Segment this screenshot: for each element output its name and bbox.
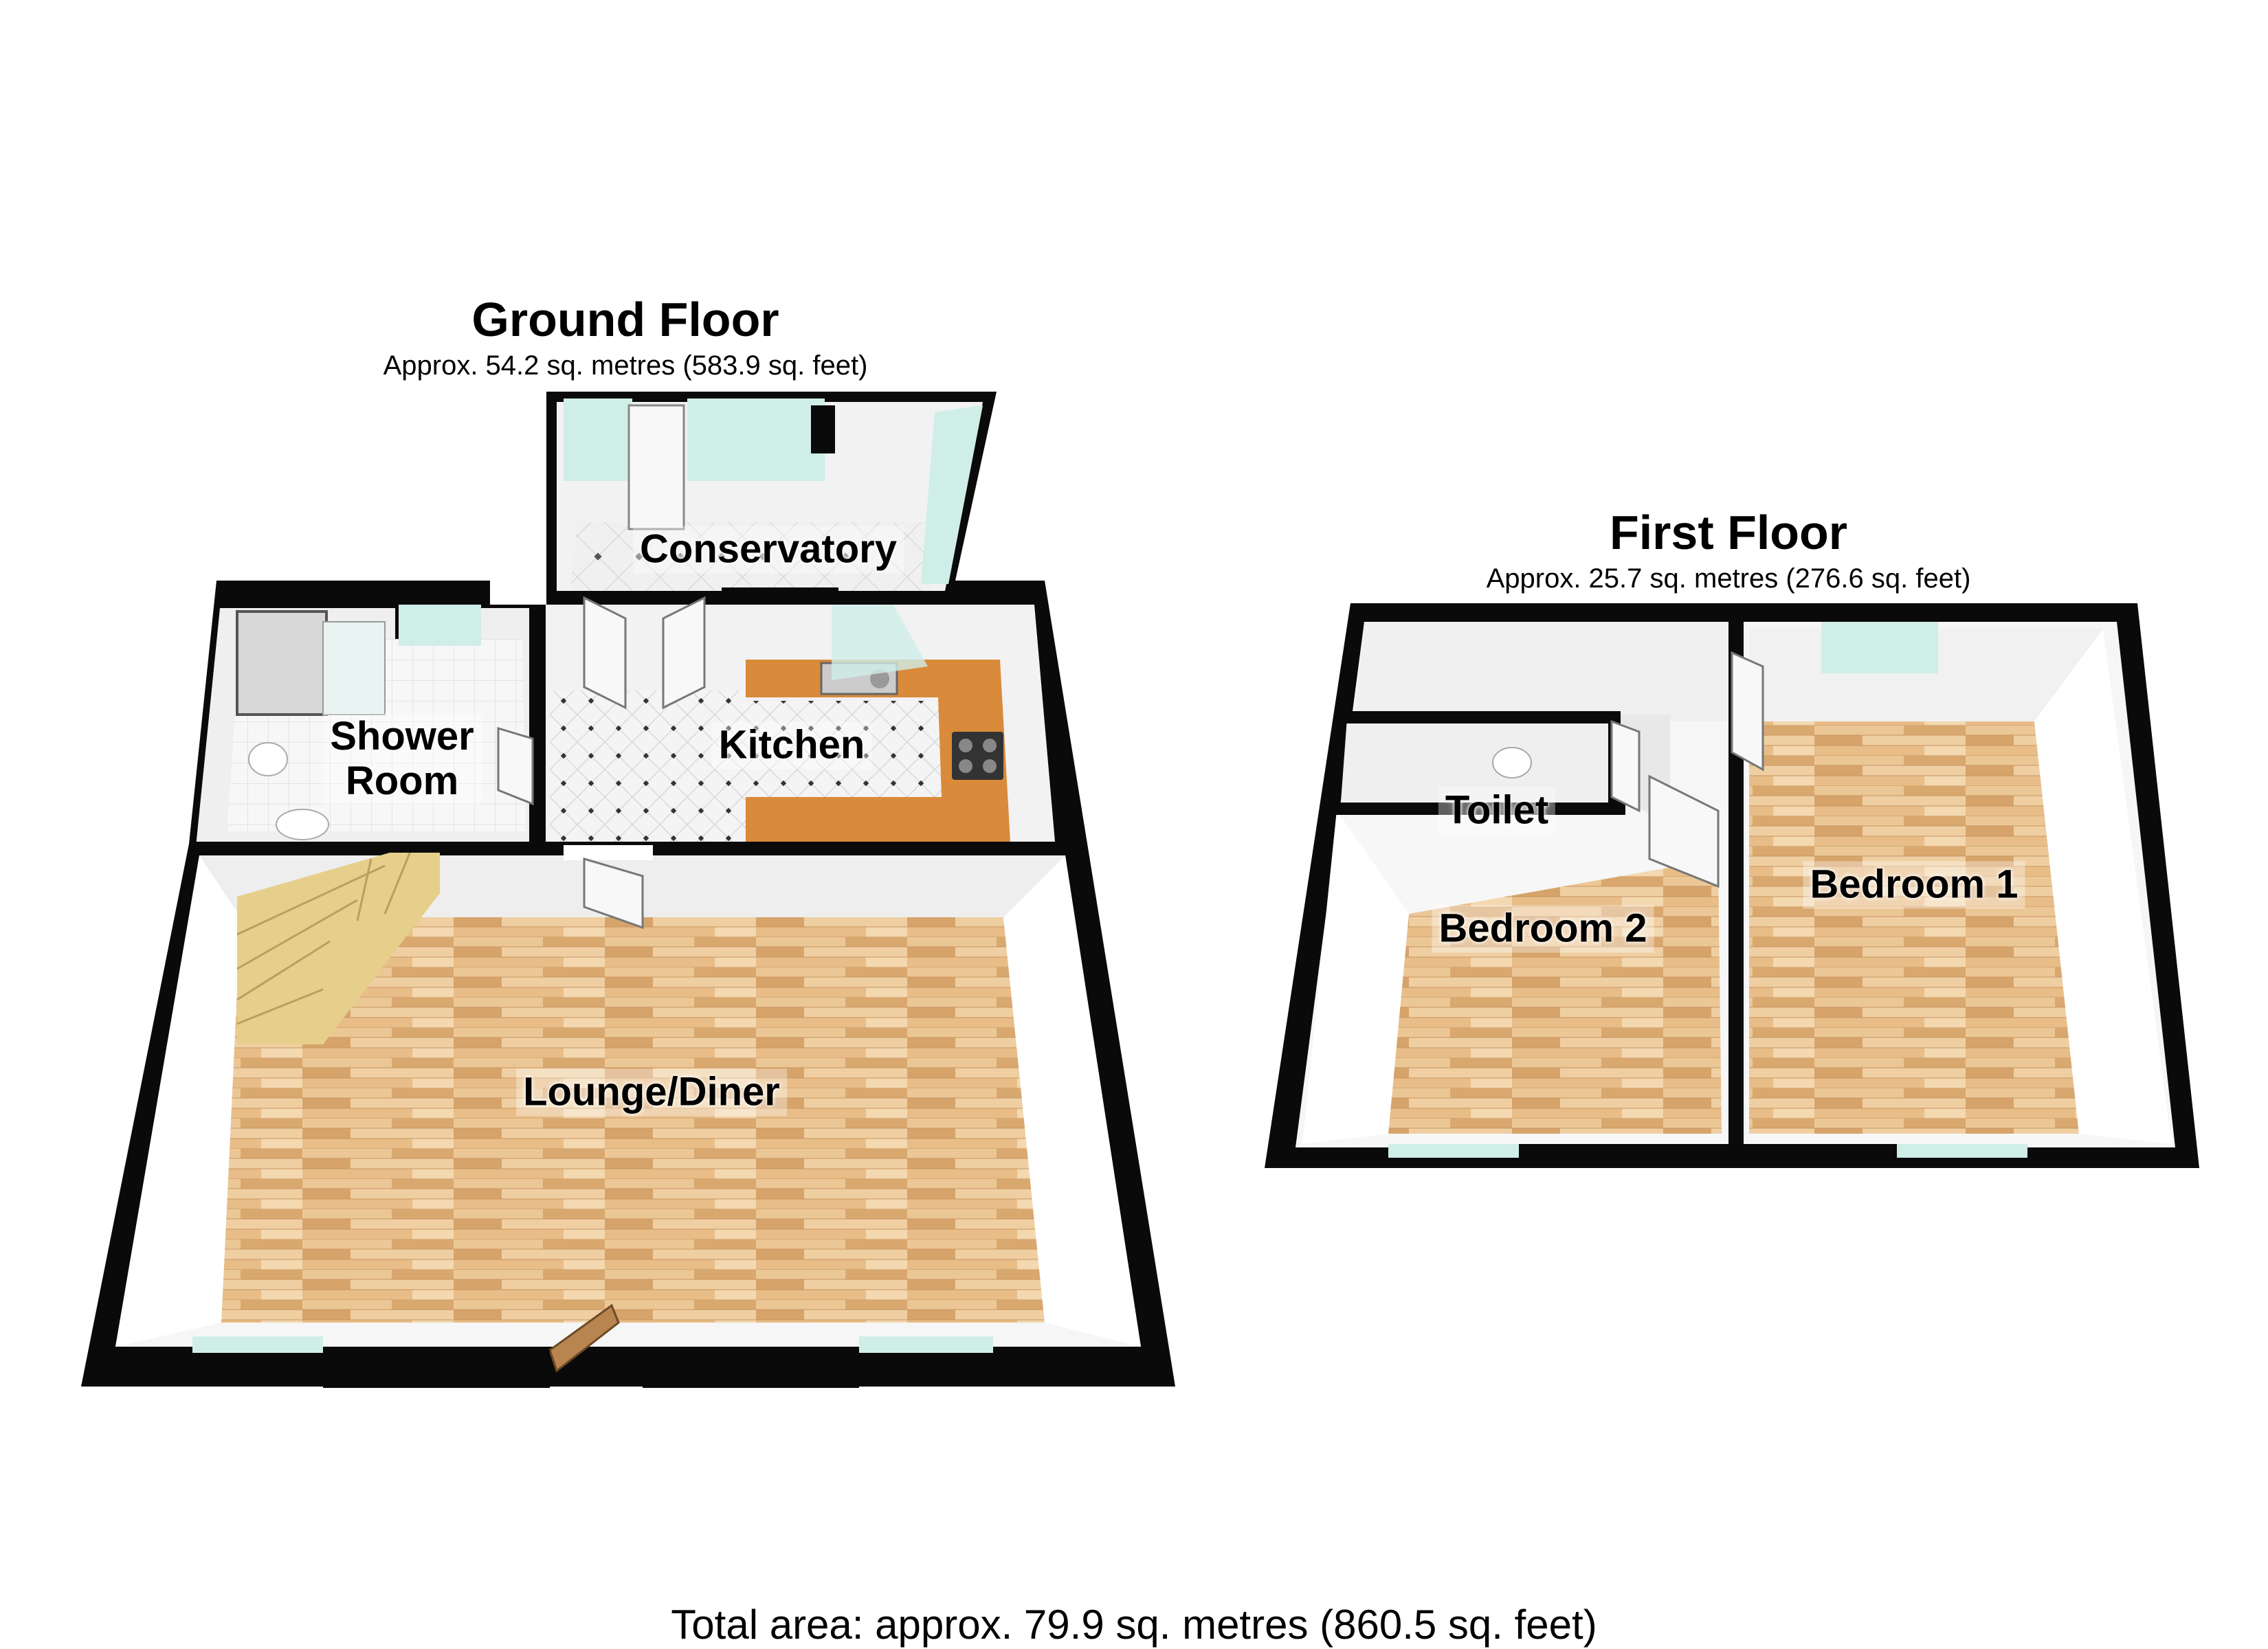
ground-doors xyxy=(497,596,706,930)
lounge-floor xyxy=(221,917,1045,1323)
first-floor-doors xyxy=(1610,651,1764,888)
toilet-walls xyxy=(1340,718,1622,811)
conservatory-door xyxy=(627,404,685,530)
room-label-shower-room: Shower Room xyxy=(323,713,481,805)
room-label-toilet: Toilet xyxy=(1438,787,1556,835)
ground-floor-area: Approx. 54.2 sq. metres (583.9 sq. feet) xyxy=(383,350,868,381)
shower-toilet xyxy=(276,809,329,840)
conservatory-glass-left xyxy=(564,399,632,481)
shower-basin xyxy=(248,742,288,776)
room-label-bedroom-1: Bedroom 1 xyxy=(1803,861,2025,909)
bedroom-1-window-top xyxy=(1821,622,1938,673)
first-floor-title: First Floor xyxy=(1609,506,1848,559)
room-label-shower-line2: Room xyxy=(345,759,459,803)
total-area: Total area: approx. 79.9 sq. metres (860… xyxy=(671,1602,1597,1648)
kitchen-worktop xyxy=(746,660,1010,842)
front-door xyxy=(548,1303,620,1373)
room-label-shower-line1: Shower xyxy=(330,714,474,759)
bedroom-2-floor xyxy=(1388,859,1722,1134)
shower-enclosure xyxy=(236,610,328,716)
kitchen-hob xyxy=(952,732,1003,780)
bedroom-1-floor xyxy=(1749,721,2079,1134)
room-label-lounge-diner: Lounge/Diner xyxy=(516,1068,787,1117)
lounge-window-right xyxy=(859,1336,993,1353)
room-label-bedroom-2: Bedroom 2 xyxy=(1432,905,1654,953)
landing-area xyxy=(1354,622,1728,721)
lounge-window-left xyxy=(192,1336,323,1353)
room-label-conservatory: Conservatory xyxy=(633,526,904,574)
room-label-kitchen: Kitchen xyxy=(711,721,872,770)
ground-floor-title: Ground Floor xyxy=(471,293,779,346)
kitchen-floor xyxy=(550,691,746,842)
bedroom-2-window xyxy=(1388,1144,1519,1158)
conservatory-glass-right xyxy=(687,399,825,481)
conservatory-floor xyxy=(570,522,935,591)
bedroom-1-window xyxy=(1897,1144,2027,1158)
first-floor-area: Approx. 25.7 sq. metres (276.6 sq. feet) xyxy=(1486,563,1971,594)
staircase xyxy=(236,838,440,1044)
toilet-basin xyxy=(1492,747,1532,778)
